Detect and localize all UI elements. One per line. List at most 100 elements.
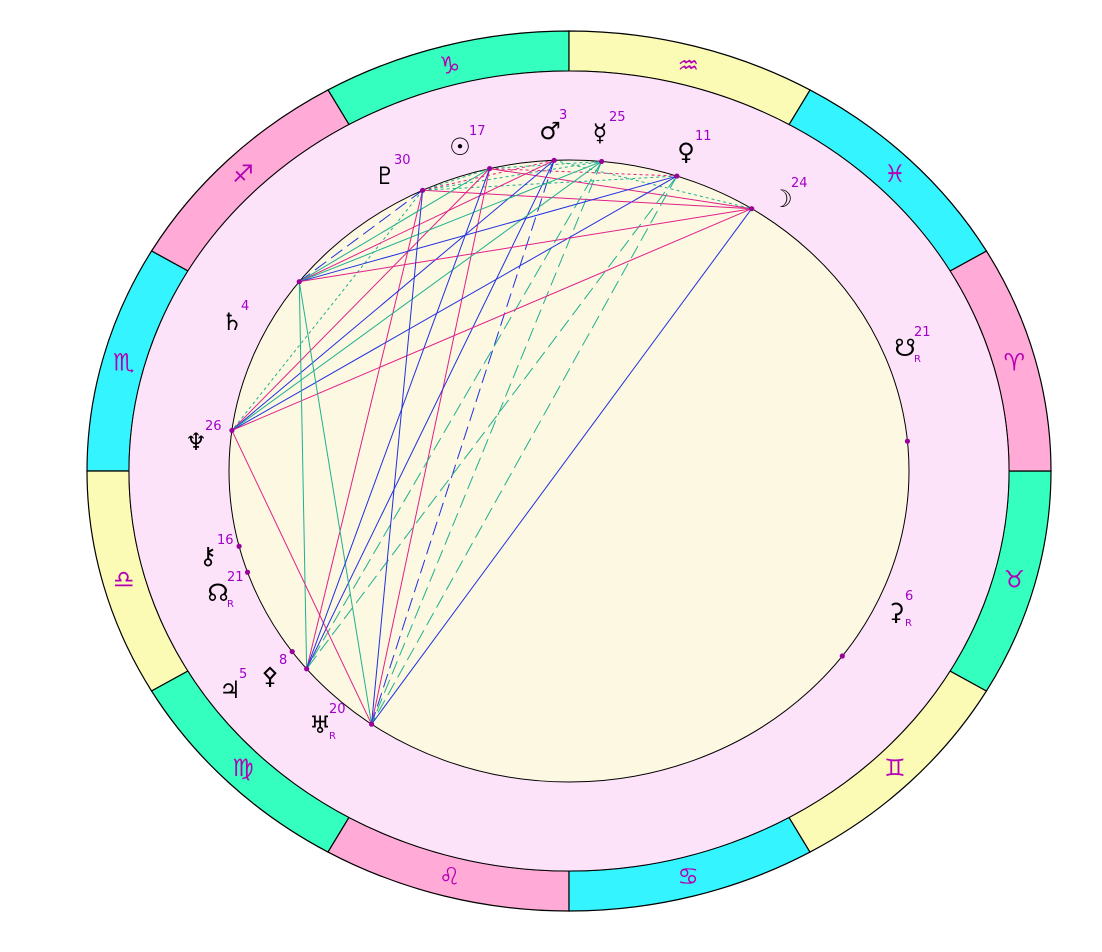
neptune-point: [229, 427, 235, 434]
venus-label: ♀11: [677, 129, 711, 166]
north-node-glyph-icon: ☊: [207, 579, 228, 607]
sign-glyph-capricorn: ♑: [439, 51, 461, 79]
planet-labels: ♇30☉17♂3☿25♀11☽24☋21R⚳6R♄4♆26⚷16☊21R⚴8♃5…: [185, 108, 930, 742]
chiron-glyph-icon: ⚷: [199, 542, 217, 570]
sign-glyph-leo: ♌: [439, 863, 461, 891]
saturn-label: ♄4: [221, 299, 249, 336]
aspect-line: [299, 159, 555, 283]
neptune-label: ♆26: [185, 419, 221, 456]
pallas-label: ⚴8: [261, 653, 287, 690]
neptune-glyph-icon: ♆: [185, 428, 207, 456]
aspect-line: [306, 190, 424, 669]
south-node-glyph-icon: ☋: [894, 334, 915, 362]
aspect-line: [371, 160, 555, 725]
aspect-line: [231, 168, 490, 431]
aspect-line: [422, 175, 677, 191]
pluto-label: ♇30: [374, 153, 410, 190]
south-node-retrograde-mark: R: [914, 354, 921, 365]
aspect-line: [489, 160, 602, 170]
moon-glyph-icon: ☽: [771, 185, 793, 213]
pallas-glyph-icon: ⚴: [261, 662, 279, 690]
aspect-line: [306, 175, 678, 670]
north-node-retrograde-mark: R: [227, 599, 234, 610]
ceres-label: ⚳6R: [887, 589, 913, 629]
moon-label: ☽24: [771, 176, 807, 213]
north-node-point: [244, 569, 251, 575]
moon-degree: 24: [791, 176, 808, 191]
pallas-point: [304, 666, 310, 672]
aspect-line: [298, 189, 423, 283]
north-node-degree: 21: [227, 570, 244, 585]
sign-glyph-taurus: ♉: [1004, 566, 1026, 594]
neptune-degree: 26: [205, 419, 222, 434]
aspect-line: [554, 159, 752, 210]
venus-degree: 11: [695, 129, 712, 144]
sign-glyph-aries: ♈: [1004, 348, 1026, 376]
uranus-glyph-icon: ♅: [309, 711, 331, 739]
sign-glyph-gemini: ♊: [884, 754, 906, 782]
aspect-line: [299, 175, 678, 283]
aspect-line: [489, 168, 752, 210]
mars-label: ♂3: [539, 108, 567, 145]
sun-glyph-icon: ☉: [449, 133, 471, 161]
aspect-lines: [231, 159, 753, 725]
mercury-degree: 25: [609, 110, 626, 125]
ceres-point: [839, 653, 845, 659]
aspect-line: [299, 168, 490, 283]
south-node-point: [904, 438, 911, 444]
sun-point: [487, 165, 493, 172]
aspect-line: [231, 159, 555, 431]
north-node-label: ☊21R: [207, 570, 243, 610]
aspect-line: [371, 161, 603, 725]
chiron-label: ⚷16: [199, 533, 233, 570]
uranus-label: ♅20R: [309, 702, 345, 742]
south-node-label: ☋21R: [894, 325, 930, 365]
aspect-line: [231, 430, 373, 725]
chiron-degree: 16: [217, 533, 234, 548]
sun-label: ☉17: [449, 124, 485, 161]
aspect-line: [422, 189, 752, 210]
sign-glyph-pisces: ♓: [884, 160, 906, 188]
aspect-line: [371, 168, 491, 725]
pluto-degree: 30: [394, 153, 411, 168]
aspect-line: [489, 168, 677, 177]
aspect-line: [422, 160, 602, 191]
uranus-point: [368, 721, 375, 727]
jupiter-point: [289, 648, 295, 655]
pluto-glyph-icon: ♇: [374, 162, 396, 190]
chiron-point: [236, 543, 242, 549]
aspect-line: [306, 161, 603, 670]
jupiter-glyph-icon: ♃: [219, 676, 241, 704]
jupiter-degree: 5: [239, 667, 247, 682]
mercury-glyph-icon: ☿: [593, 119, 608, 147]
ceres-degree: 6: [905, 589, 913, 604]
aspect-line: [371, 208, 753, 725]
ceres-retrograde-mark: R: [905, 618, 912, 629]
saturn-point: [296, 279, 302, 285]
planet-points: [229, 157, 911, 727]
aspect-line: [231, 175, 678, 431]
saturn-glyph-icon: ♄: [221, 308, 243, 336]
aspect-line: [371, 190, 424, 725]
sun-degree: 17: [469, 124, 486, 139]
aspect-line: [306, 168, 491, 669]
mars-glyph-icon: ♂: [539, 117, 561, 145]
aspect-line: [371, 175, 678, 725]
mercury-label: ☿25: [593, 110, 626, 147]
mars-degree: 3: [559, 108, 567, 123]
aspect-line: [298, 281, 373, 725]
ceres-glyph-icon: ⚳: [887, 598, 905, 626]
uranus-retrograde-mark: R: [329, 731, 336, 742]
sign-glyph-virgo: ♍: [232, 754, 254, 782]
sign-glyph-cancer: ♋: [678, 863, 700, 891]
mars-point: [551, 157, 557, 163]
moon-point: [749, 206, 755, 212]
pluto-point: [420, 187, 426, 193]
saturn-degree: 4: [241, 299, 249, 314]
aspect-line: [299, 208, 752, 283]
zodiac-ring: ♑♐♏♎♍♌♋♊♉♈♓♒: [86, 30, 1052, 912]
aspect-line: [306, 160, 555, 670]
sign-glyph-libra: ♎: [113, 566, 135, 594]
jupiter-label: ♃5: [219, 667, 247, 704]
